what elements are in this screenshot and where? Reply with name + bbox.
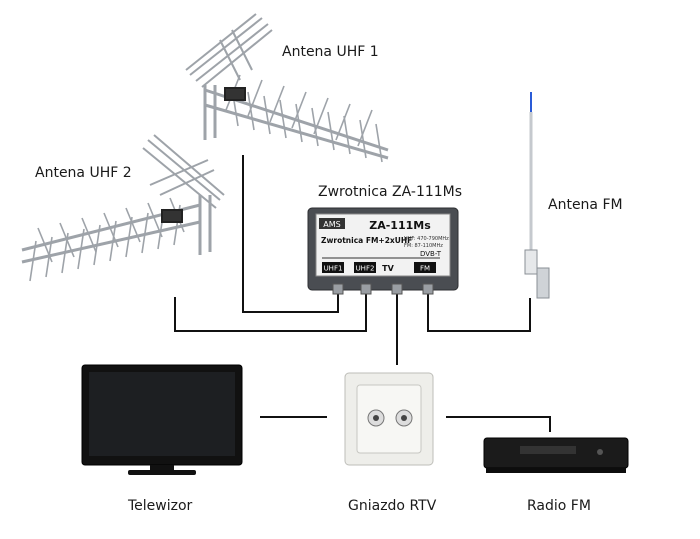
connector-uhf2: [360, 283, 372, 295]
connector-tv: [391, 283, 403, 295]
device-model: ZA-111Ms: [369, 219, 431, 232]
fm-antenna-icon: [524, 92, 550, 299]
fm-antenna-label: Antena FM: [548, 197, 623, 213]
port-tv-label: TV: [382, 264, 394, 273]
tv-icon: [81, 364, 243, 475]
cable-uhf2-to-splitter: [174, 292, 367, 332]
connector-fm: [422, 283, 434, 295]
cable-uhf1-to-splitter: [242, 155, 339, 313]
tv-label: Telewizor: [128, 498, 193, 514]
radio-label: Radio FM: [527, 498, 591, 514]
uhf1-antenna-icon: [185, 13, 389, 163]
splitter-label: Zwrotnica ZA-111Ms: [318, 184, 463, 200]
radio-icon: [483, 437, 629, 473]
connector-uhf1: [332, 283, 344, 295]
socket-label: Gniazdo RTV: [348, 498, 437, 514]
device-spec-uhf: UHF: 470-790MHz: [404, 236, 449, 242]
cable-fm-to-splitter: [427, 292, 531, 332]
cable-socket-to-radio: [446, 416, 551, 432]
splitter-device: AMS ZA-111Ms Zwrotnica FM+2xUHF UHF: 470…: [307, 207, 459, 295]
device-spec-fm: FM: 87-110MHz: [404, 243, 443, 249]
uhf2-antenna-icon: [21, 134, 225, 282]
port-uhf2-label: UHF2: [356, 265, 375, 273]
uhf2-antenna-label: Antena UHF 2: [35, 165, 132, 181]
port-fm-label: FM: [420, 265, 430, 273]
uhf1-antenna-label: Antena UHF 1: [282, 44, 379, 60]
rtv-socket-icon: [344, 372, 434, 466]
cables: [174, 155, 551, 432]
device-dvbt: DVB-T: [420, 250, 442, 258]
port-uhf1-label: UHF1: [324, 265, 343, 273]
device-subtitle: Zwrotnica FM+2xUHF: [321, 236, 412, 245]
device-brand: AMS: [323, 220, 340, 229]
